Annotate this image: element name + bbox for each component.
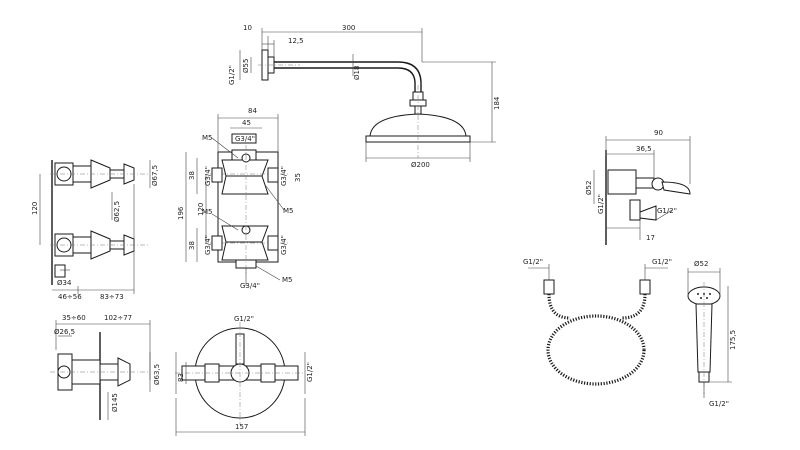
flange-dia-label: Ø55 [242,59,250,73]
hand-shower-drawing: Ø52 175,5 G1/2" [687,260,737,408]
mixer-thread-top-label: G1/2" [234,315,254,323]
hose-thread-right-label: G1/2" [652,258,672,266]
valve-spacing-bottom-label: 38 [188,241,196,250]
head-dia-label: Ø200 [411,161,430,169]
mixer-thread-right-label: G1/2" [306,362,314,382]
valve-width-label: 84 [248,107,257,115]
valve-inner-width-label: 45 [242,119,251,127]
arm-thread-label: G1/2" [228,65,236,85]
wall-offset-label: 10 [243,24,252,32]
arm-height-label: 184 [493,96,501,110]
bush-dia-label: Ø26,5 [54,328,75,336]
arm-length-label: 300 [342,24,355,32]
valve-height-mid-label: 120 [197,203,205,216]
center-distance-label: 120 [31,202,39,215]
valve-height-total-label: 196 [177,206,185,220]
body-dia-label: Ø34 [57,279,72,287]
shower-arm-drawing: 300 10 12,5 G1/2" Ø55 Ø18 184 Ø200 [228,24,501,169]
diverter-depth-left-label: 35÷60 [62,314,86,322]
valve-outlet-top-label: G3/4" [235,135,255,143]
wall-outlet-drawing: 90 36,5 Ø52 G1/2" G1/2" 17 [585,129,691,245]
port-right-top-label: G3/4" [280,166,288,186]
depth-right-label: 83÷73 [100,293,124,301]
hand-thread-label: G1/2" [709,400,729,408]
outlet-depth-label: 36,5 [636,145,652,153]
depth-left-label: 46÷56 [58,293,82,301]
diverter-depth-right-label: 102÷77 [104,314,132,322]
outlet-thread-right-label: G1/2" [657,207,677,215]
hose-thread-left-label: G1/2" [523,258,543,266]
mixer-height-small-label: 83 [177,373,185,382]
flange-depth-label: 12,5 [288,37,304,45]
hand-head-dia-label: Ø52 [694,260,708,268]
outlet-offset-label: 17 [646,234,655,242]
valve-right-small-label: 35 [294,173,302,182]
outlet-thread-left-label: G1/2" [597,194,605,214]
valve-screw-4-label: M5 [282,276,293,284]
valve-spacing-top-label: 38 [188,171,196,180]
knob-dia-label: Ø67,5 [151,165,159,186]
port-left-bottom-label: G3/4" [204,235,212,255]
outlet-dia-label: Ø52 [585,181,593,195]
diverter-drawing: 35÷60 102÷77 Ø26,5 Ø63,5 Ø145 [50,314,161,420]
valve-side-drawing: 120 Ø67,5 Ø62,5 Ø34 46÷56 83÷73 [31,159,159,301]
outlet-width-label: 90 [654,129,663,137]
port-right-bottom-label: G3/4" [280,235,288,255]
plate-dia-label: Ø145 [111,393,119,412]
valve-outlet-bottom-label: G3/4" [240,282,260,290]
valve-front-drawing: 84 45 G3/4" M5 M5 M5 M5 G3/4" 196 38 38 … [177,107,302,290]
rosette-dia-label: Ø62,5 [113,201,121,222]
arm-dia-label: Ø18 [353,66,361,80]
mixer-front-drawing: G1/2" 83 G1/2" 157 [175,315,314,436]
hand-length-label: 175,5 [729,330,737,350]
valve-screw-1-label: M5 [202,134,213,142]
diverter-knob-dia-label: Ø63,5 [153,364,161,385]
valve-screw-2-label: M5 [283,207,294,215]
port-left-top-label: G3/4" [204,166,212,186]
valve-screw-3-label: M5 [202,208,213,216]
hose-drawing: G1/2" G1/2" [523,258,672,386]
mixer-width-label: 157 [235,423,248,431]
